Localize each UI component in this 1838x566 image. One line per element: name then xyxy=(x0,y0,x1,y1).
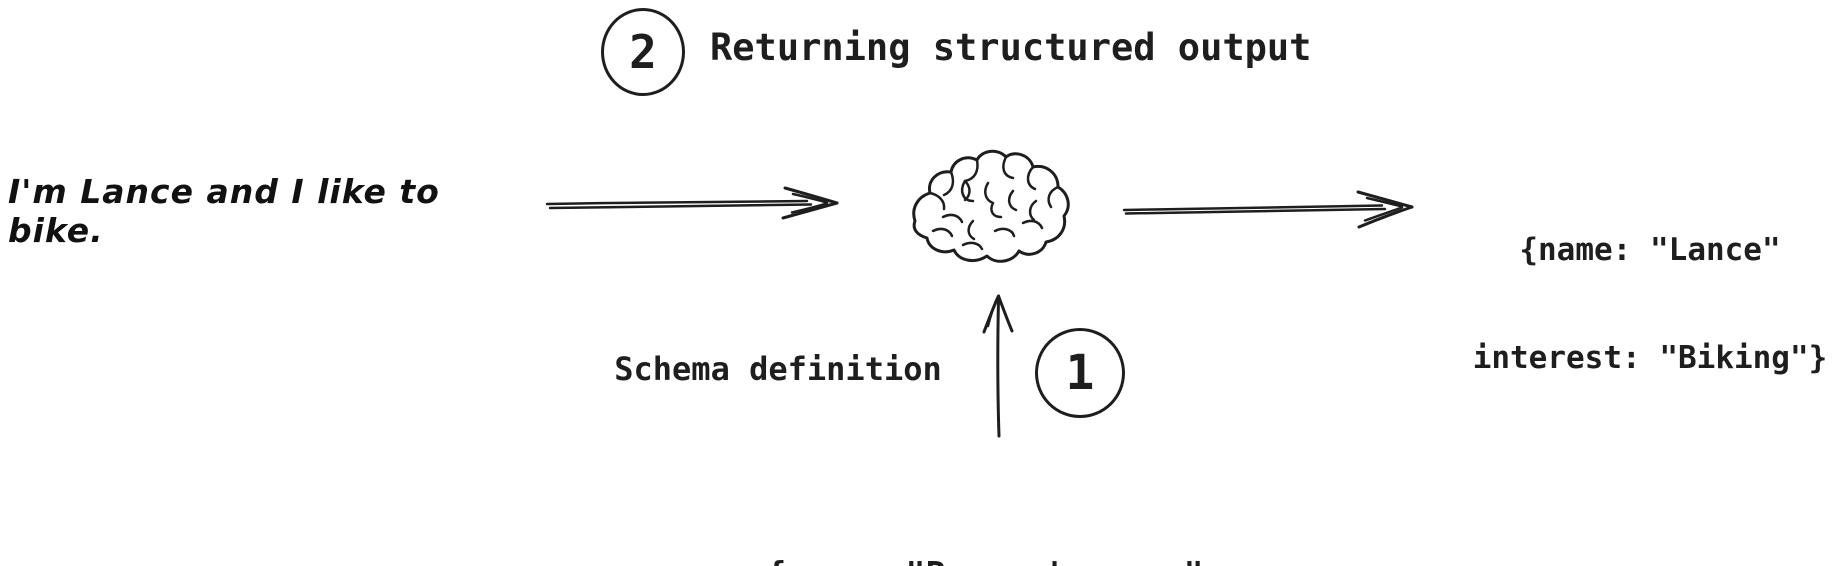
schema-json: {name: "Person's name" interest: "Person… xyxy=(660,481,1310,566)
schema-definition-label: Schema definition xyxy=(614,350,942,388)
input-message-text: I'm Lance and I like to bike. xyxy=(8,172,440,250)
step-2-number: 2 xyxy=(629,25,657,79)
step-1-badge: 1 xyxy=(1035,328,1125,418)
arrow-right-input-icon xyxy=(545,186,839,220)
output-json: {name: "Lance" interest: "Biking"} xyxy=(1452,160,1838,448)
step-1-number: 1 xyxy=(1065,345,1095,401)
output-json-line1: {name: "Lance" xyxy=(1519,232,1781,268)
brain-icon xyxy=(912,149,1070,263)
diagram-title: Returning structured output xyxy=(710,26,1312,69)
step-2-badge: 2 xyxy=(601,8,685,96)
arrow-up-schema-icon xyxy=(982,294,1014,438)
arrow-right-output-icon xyxy=(1122,190,1414,229)
schema-json-line1: {name: "Person's name" xyxy=(660,555,1310,566)
output-json-line2: interest: "Biking"} xyxy=(1472,340,1828,376)
